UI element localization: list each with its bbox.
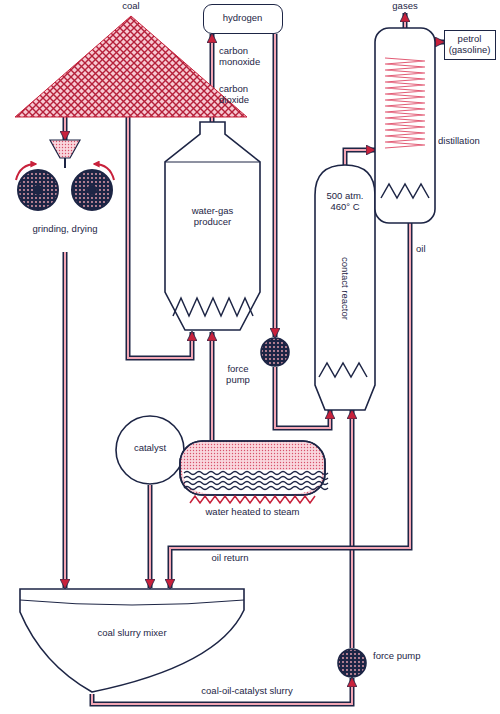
node-text: water-gas producer	[173, 206, 252, 228]
node-text: force pump	[220, 364, 256, 386]
shape-part	[338, 649, 366, 677]
pipe-core	[64, 252, 66, 588]
shape-part	[87, 185, 97, 195]
pipe-wall	[350, 410, 355, 648]
pipe-connector	[65, 117, 66, 140]
pipe-wall	[273, 34, 278, 337]
water-gas-producer: water-gas producer	[165, 122, 260, 332]
distillation-column: distillation	[375, 28, 435, 223]
pipe-wall	[148, 485, 153, 588]
grinding-rollers: grinding, drying	[10, 140, 135, 252]
pipe-connector	[150, 485, 151, 588]
pipe-connector	[352, 410, 353, 648]
shape-part	[184, 477, 328, 480]
pipe-core	[351, 410, 353, 648]
pipe-core	[435, 41, 444, 43]
node-text: coal slurry mixer	[38, 628, 226, 639]
force-pump-outline	[260, 337, 290, 367]
outlet-label: gases	[385, 1, 425, 12]
gas-label: carbon dioxide	[219, 84, 271, 106]
pipe-wall	[210, 332, 215, 440]
node-text: water heated to steam	[180, 507, 325, 518]
node-text: petrol (gasoline)	[445, 34, 494, 56]
shape-part	[64, 158, 66, 168]
node-text: grinding, drying	[10, 224, 120, 235]
shape-part	[184, 487, 328, 490]
pipe-wall	[63, 117, 68, 140]
pipe-wall	[345, 150, 375, 165]
slurry-mixer-outline	[18, 588, 246, 694]
pipe-connector	[65, 252, 66, 588]
contact-reactor: 500 atm. 460° C contact reactor	[315, 165, 375, 410]
hydrogen-holder: hydrogen	[203, 4, 283, 34]
stream-label: oil	[416, 244, 446, 255]
shape-part	[173, 298, 253, 316]
shape-part	[180, 441, 325, 495]
slurry-mixer: coal slurry mixer	[18, 588, 246, 694]
pipe-wall	[435, 40, 444, 45]
shape-part	[16, 164, 36, 180]
water-gas-producer-outline	[165, 122, 260, 332]
pipe-label: oil return	[196, 553, 264, 564]
force-pump: force pump	[260, 337, 290, 367]
shape-part	[261, 338, 289, 366]
pipe-core	[64, 117, 66, 140]
shape-part	[184, 482, 328, 485]
gas-label: carbon monoxide	[219, 46, 271, 68]
shape-part	[381, 184, 429, 198]
shape-part	[184, 472, 328, 475]
pipe-connector	[345, 150, 375, 165]
pipe-core	[274, 34, 276, 337]
pipe-label: coal-oil-catalyst slurry	[165, 686, 329, 697]
shape-part	[33, 185, 43, 195]
shape-part	[315, 165, 375, 410]
shape-part	[385, 58, 425, 148]
pipe-core	[345, 150, 375, 165]
node-text: hydrogen	[204, 13, 281, 24]
node-text: coal	[111, 1, 151, 12]
shape-part	[165, 122, 260, 330]
steam-boiler: water heated to steam	[180, 440, 325, 522]
shape-part	[180, 441, 325, 495]
shape-part	[20, 589, 244, 692]
force-pump-outline	[337, 648, 367, 678]
shape-part	[190, 496, 315, 503]
gas-outlet-pipe	[403, 13, 408, 28]
petrol-outlet: petrol (gasoline)	[444, 30, 496, 60]
pipe-core	[149, 485, 151, 588]
pipe-wall	[63, 252, 68, 588]
grinding-rollers-outline	[10, 140, 135, 252]
pipe-core	[211, 332, 213, 440]
distillation-column-outline	[375, 28, 435, 223]
node-text: force pump	[373, 651, 423, 662]
shape-part	[20, 600, 244, 605]
shape-part	[50, 140, 80, 158]
shape-part	[94, 164, 114, 180]
gas-outlet-arrow	[404, 13, 406, 28]
node-text: catalyst	[115, 443, 185, 454]
pipe-connector	[435, 42, 444, 43]
node-text: 500 atm. 460° C	[317, 191, 373, 213]
force-pump: force pump	[337, 648, 367, 678]
shape-part	[72, 170, 112, 210]
shape-part	[319, 363, 367, 377]
shape-part	[116, 416, 184, 484]
shape-part	[375, 28, 435, 223]
node-text: contact reactor	[340, 238, 351, 338]
node-text: distillation	[438, 136, 496, 147]
pipe-connector	[275, 34, 276, 337]
shape-part	[18, 170, 58, 210]
pipe-connector	[212, 332, 213, 440]
catalyst-flask: catalyst	[115, 415, 185, 485]
shape-part	[165, 162, 260, 163]
